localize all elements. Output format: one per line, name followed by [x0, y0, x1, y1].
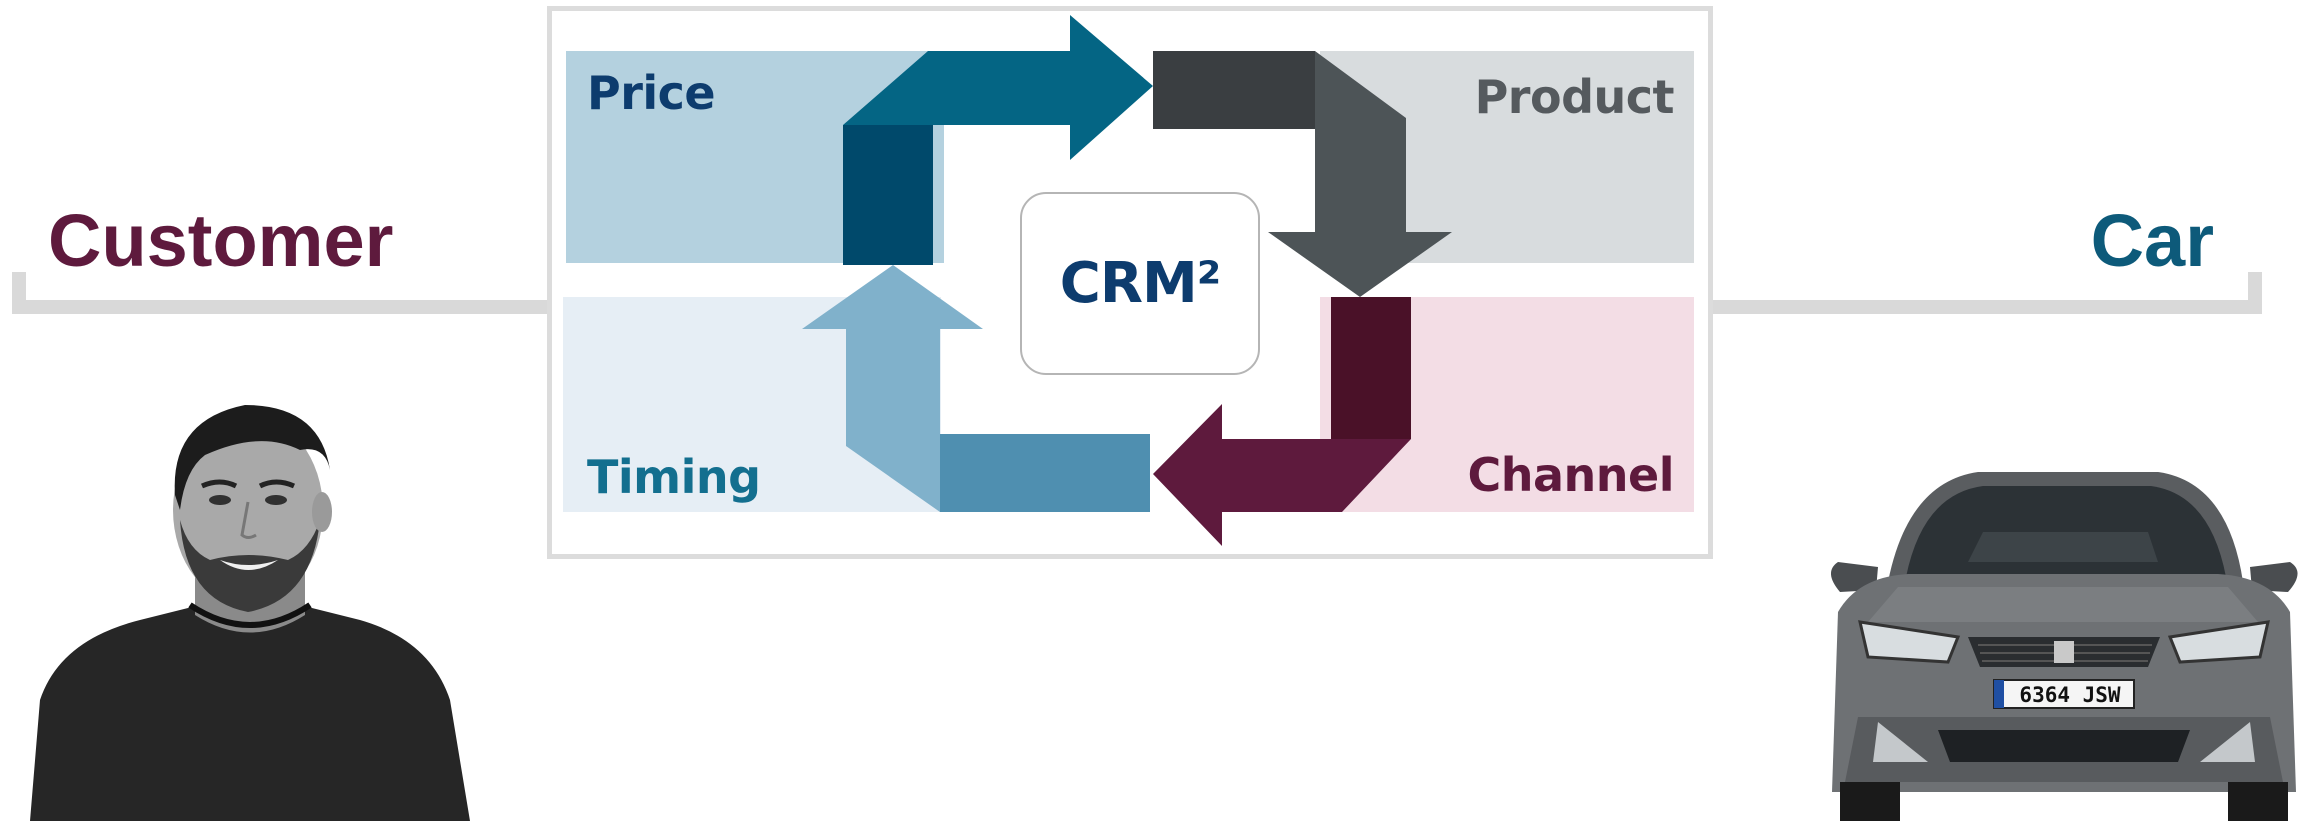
- channel-label: Channel: [1467, 448, 1674, 502]
- crm-label: CRM²: [1059, 251, 1221, 316]
- crm-center-box: CRM²: [1020, 192, 1260, 375]
- car-title: Car: [2090, 199, 2214, 282]
- price-label: Price: [587, 66, 716, 120]
- customer-photo: [30, 405, 470, 821]
- left-connector-line: [12, 300, 547, 314]
- right-connector-tick: [2248, 272, 2262, 314]
- license-plate-text: 6364 JSW: [2019, 683, 2121, 707]
- arrow-channel-to-timing: [1153, 297, 1411, 546]
- arrow-product-to-channel: [1153, 51, 1452, 297]
- left-connector-tick: [12, 272, 26, 314]
- arrow-timing-to-price: [802, 265, 1150, 512]
- timing-label: Timing: [587, 450, 761, 504]
- car-photo: 6364 JSW: [1830, 472, 2298, 821]
- right-connector-line: [1713, 300, 2262, 314]
- product-label: Product: [1474, 70, 1675, 124]
- arrow-price-to-product: [843, 15, 1153, 265]
- customer-title: Customer: [48, 199, 394, 282]
